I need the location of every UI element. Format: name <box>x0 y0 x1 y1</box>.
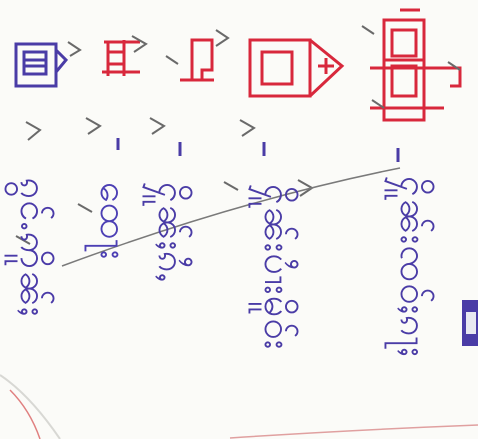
bottom-red-line <box>229 424 478 439</box>
pencil-ticks <box>15 25 461 245</box>
word-2: ထေႃး <box>92 182 136 261</box>
word-4: ႁိူၼ်းပၢႆးမိူဝ်း <box>256 184 300 351</box>
paper-edge-line <box>0 374 61 439</box>
house-arrow-icon <box>248 38 345 98</box>
paper-edge-red-line <box>9 389 41 439</box>
house-small-icon <box>14 42 69 88</box>
edge-icon <box>462 300 478 346</box>
word-1: ၵွင်ႉဢိူၼ်ႈ <box>12 178 56 318</box>
word-3: ႁိူၼ်ႈၵႆႇ <box>150 182 194 284</box>
ladder-icon <box>102 40 140 76</box>
tall-house-icon <box>370 8 462 122</box>
word-5: ႁိူၼ်းၸဝ်ႈၵႃႈ <box>392 176 436 358</box>
matching-line <box>61 167 401 267</box>
l-shape-icon <box>180 38 214 82</box>
dash-marks <box>116 138 400 162</box>
